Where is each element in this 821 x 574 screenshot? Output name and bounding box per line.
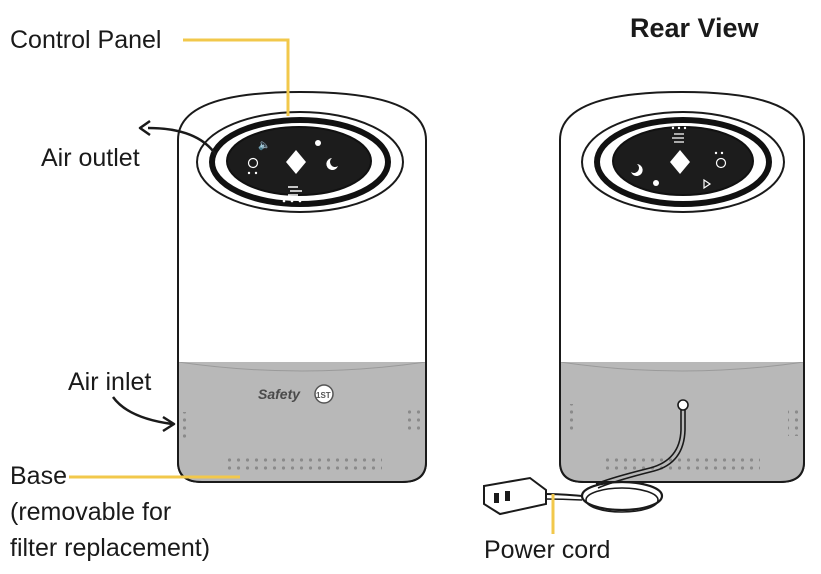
- callout-arrows: [111, 119, 218, 433]
- night-mode-icon: [326, 158, 338, 170]
- brightness-icon: [653, 180, 659, 186]
- base-label-detail-1: (removable for: [10, 498, 172, 526]
- air-outlet-label: Air outlet: [41, 144, 140, 172]
- brand-badge: 1ST: [316, 391, 331, 400]
- rear-purifier: [483, 90, 805, 516]
- air-outlet-arrow: [147, 126, 218, 156]
- leader-lines: [69, 38, 555, 534]
- power-logo-icon: [670, 150, 690, 174]
- rear-panel-icons: [631, 126, 727, 190]
- power-plug: [483, 476, 547, 516]
- air-inlet-label: Air inlet: [68, 368, 152, 396]
- power-cord: [483, 399, 689, 516]
- base-label-detail-2: filter replacement): [10, 534, 211, 562]
- brand-wordmark: Safety: [258, 386, 301, 402]
- front-purifier: 🔈 Safety 1ST: [177, 90, 427, 483]
- power-cord-label: Power cord: [484, 536, 611, 564]
- brand-logo: Safety 1ST: [258, 384, 334, 404]
- power-logo-icon: [286, 150, 306, 174]
- air-inlet-arrow: [111, 396, 173, 426]
- control-panel-leader: [183, 38, 290, 116]
- front-panel-icons: 🔈: [247, 140, 338, 203]
- timer-icon: [715, 157, 727, 169]
- rear-base: [560, 362, 804, 482]
- speaker-icon: 🔈: [258, 140, 270, 151]
- fan-speed-icon: [288, 186, 302, 196]
- control-panel-label: Control Panel: [10, 26, 162, 54]
- brightness-icon: [315, 140, 321, 146]
- base-label: Base: [10, 462, 67, 490]
- timer-icon: [247, 157, 259, 169]
- rear-view-title: Rear View: [630, 13, 759, 43]
- front-base: [178, 362, 426, 482]
- night-mode-icon: [631, 164, 643, 176]
- speaker-icon: [703, 178, 712, 190]
